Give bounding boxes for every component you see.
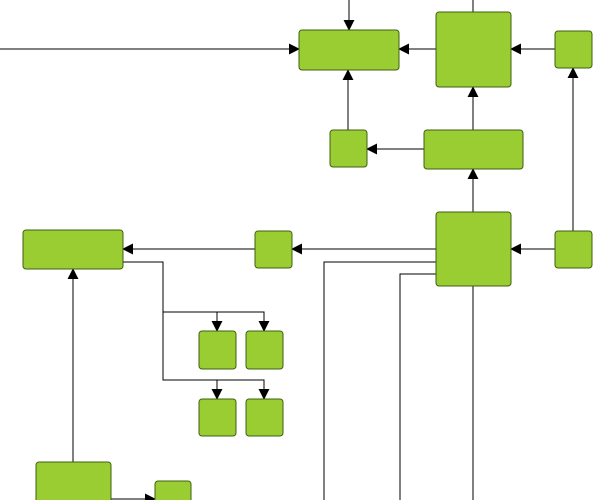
node-grid-3 — [198, 398, 237, 437]
node-top-wide — [298, 29, 400, 71]
node-top-right-small — [554, 30, 593, 69]
node-grid-4 — [245, 398, 284, 437]
edge-leftwide-to-grid2 — [163, 311, 270, 332]
edge-hub-down-1 — [323, 261, 436, 500]
node-hub — [435, 211, 512, 287]
node-bottom-small — [154, 480, 192, 500]
node-bottom-left — [35, 461, 112, 500]
node-top-tall — [435, 11, 512, 88]
edge-leftwide-to-grid1 — [123, 261, 223, 332]
node-right-small — [554, 230, 593, 269]
node-mid-wide — [423, 129, 524, 170]
edge-leftwide-to-grid4 — [163, 379, 270, 400]
node-grid-2 — [245, 330, 284, 370]
edge-hub-down-2 — [399, 273, 436, 500]
node-left-wide — [22, 229, 124, 270]
node-grid-1 — [198, 330, 237, 370]
node-mid-small — [329, 129, 368, 168]
node-center-small — [254, 230, 293, 269]
